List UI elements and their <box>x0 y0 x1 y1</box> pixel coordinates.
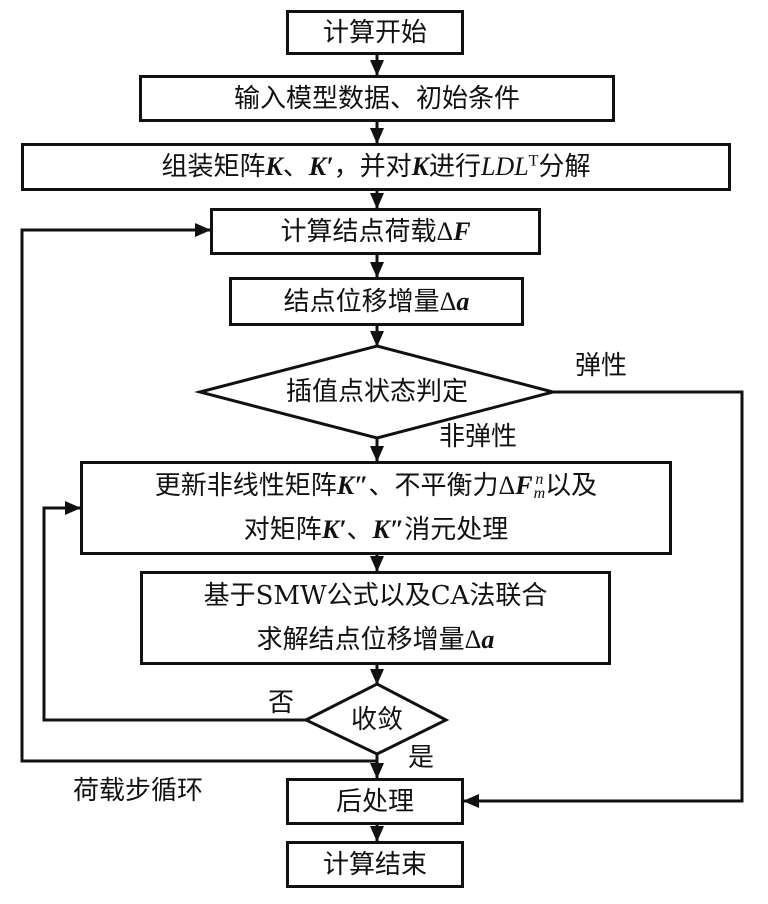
end-label: 计算结束 <box>322 849 427 880</box>
delta-symbol: Δ <box>464 625 482 654</box>
start-label: 计算开始 <box>322 17 427 48</box>
displacement-label: 结点位移增量Δa <box>284 280 470 324</box>
solve-node: 基于SMW公式以及CA法联合 求解结点位移增量Δa <box>140 571 611 665</box>
update-suffix: 以及 <box>545 471 598 501</box>
load-label: 计算结点荷载ΔF <box>280 210 470 254</box>
delta-symbol: Δ <box>436 216 454 246</box>
load-text: 计算结点荷载 <box>280 216 437 247</box>
assemble-prefix: 组装矩阵 <box>161 152 266 182</box>
update-prefix: 更新非线性矩阵 <box>154 471 337 501</box>
update-line2-suffix: 消元处理 <box>404 515 509 545</box>
post-label: 后处理 <box>335 786 414 817</box>
matrix-k-double-prime: K″ <box>336 471 369 500</box>
matrix-k: K <box>265 152 283 181</box>
matrix-k-prime: K′ <box>321 515 347 544</box>
convergence-label: 收敛 <box>350 705 404 735</box>
load-step-loop-label: 荷载步循环 <box>73 776 204 806</box>
solve-var: a <box>481 625 495 654</box>
convergence-diamond <box>302 682 450 756</box>
yes-branch-label: 是 <box>408 743 435 773</box>
assemble-mid: 并对 <box>359 152 412 182</box>
update-line-2: 对矩阵K′、K″消元处理 <box>244 508 508 552</box>
assemble-mid2: 进行 <box>428 152 481 182</box>
sep: 、 <box>346 515 373 545</box>
sep: 、 <box>282 152 309 182</box>
no-branch-label: 否 <box>268 688 295 718</box>
solve-line-1: 基于SMW公式以及CA法联合 <box>203 581 548 611</box>
post-processing-node: 后处理 <box>286 778 464 825</box>
update-line2-prefix: 对矩阵 <box>243 515 322 545</box>
comma: ， <box>333 152 360 182</box>
load-node: 计算结点荷载ΔF <box>210 208 541 255</box>
elastic-branch-label: 弹性 <box>575 351 628 381</box>
input-label: 输入模型数据、初始条件 <box>233 83 520 114</box>
arrow-load-step-loop <box>20 223 377 763</box>
matrix-k: K <box>411 152 429 181</box>
displacement-node: 结点位移增量Δa <box>229 277 524 326</box>
load-var: F <box>453 216 471 246</box>
assemble-label: 组装矩阵K、K′，并对K进行LDLT分解 <box>162 145 591 189</box>
assemble-suffix: 分解 <box>538 152 591 182</box>
update-mid: 、不平衡力 <box>368 471 499 501</box>
force-sup-n: n <box>535 471 544 488</box>
arrow-no-to-update <box>42 501 306 722</box>
solve-line-2: 求解结点位移增量Δa <box>257 618 495 662</box>
transpose-sup: T <box>528 152 539 170</box>
inelastic-branch-label: 非弹性 <box>439 422 518 452</box>
end-node: 计算结束 <box>286 841 464 888</box>
start-node: 计算开始 <box>286 10 464 55</box>
force-sub-m: m <box>533 485 546 502</box>
ldl-term: LDL <box>480 152 529 181</box>
unbalanced-force: F <box>515 471 533 500</box>
solve-line2-prefix: 求解结点位移增量 <box>256 625 465 655</box>
state-check-label: 插值点状态判定 <box>285 377 469 407</box>
displacement-text: 结点位移增量 <box>283 286 440 317</box>
assemble-node: 组装矩阵K、K′，并对K进行LDLT分解 <box>21 143 731 191</box>
state-check-diamond <box>194 344 559 440</box>
arrow-elastic-to-post <box>463 390 744 808</box>
matrix-k-double-prime: K″ <box>372 515 405 544</box>
delta-symbol: Δ <box>498 471 516 500</box>
delta-symbol: Δ <box>439 286 457 316</box>
matrix-k-prime: K′ <box>308 152 334 181</box>
displacement-var: a <box>456 286 470 316</box>
input-node: 输入模型数据、初始条件 <box>139 75 615 122</box>
